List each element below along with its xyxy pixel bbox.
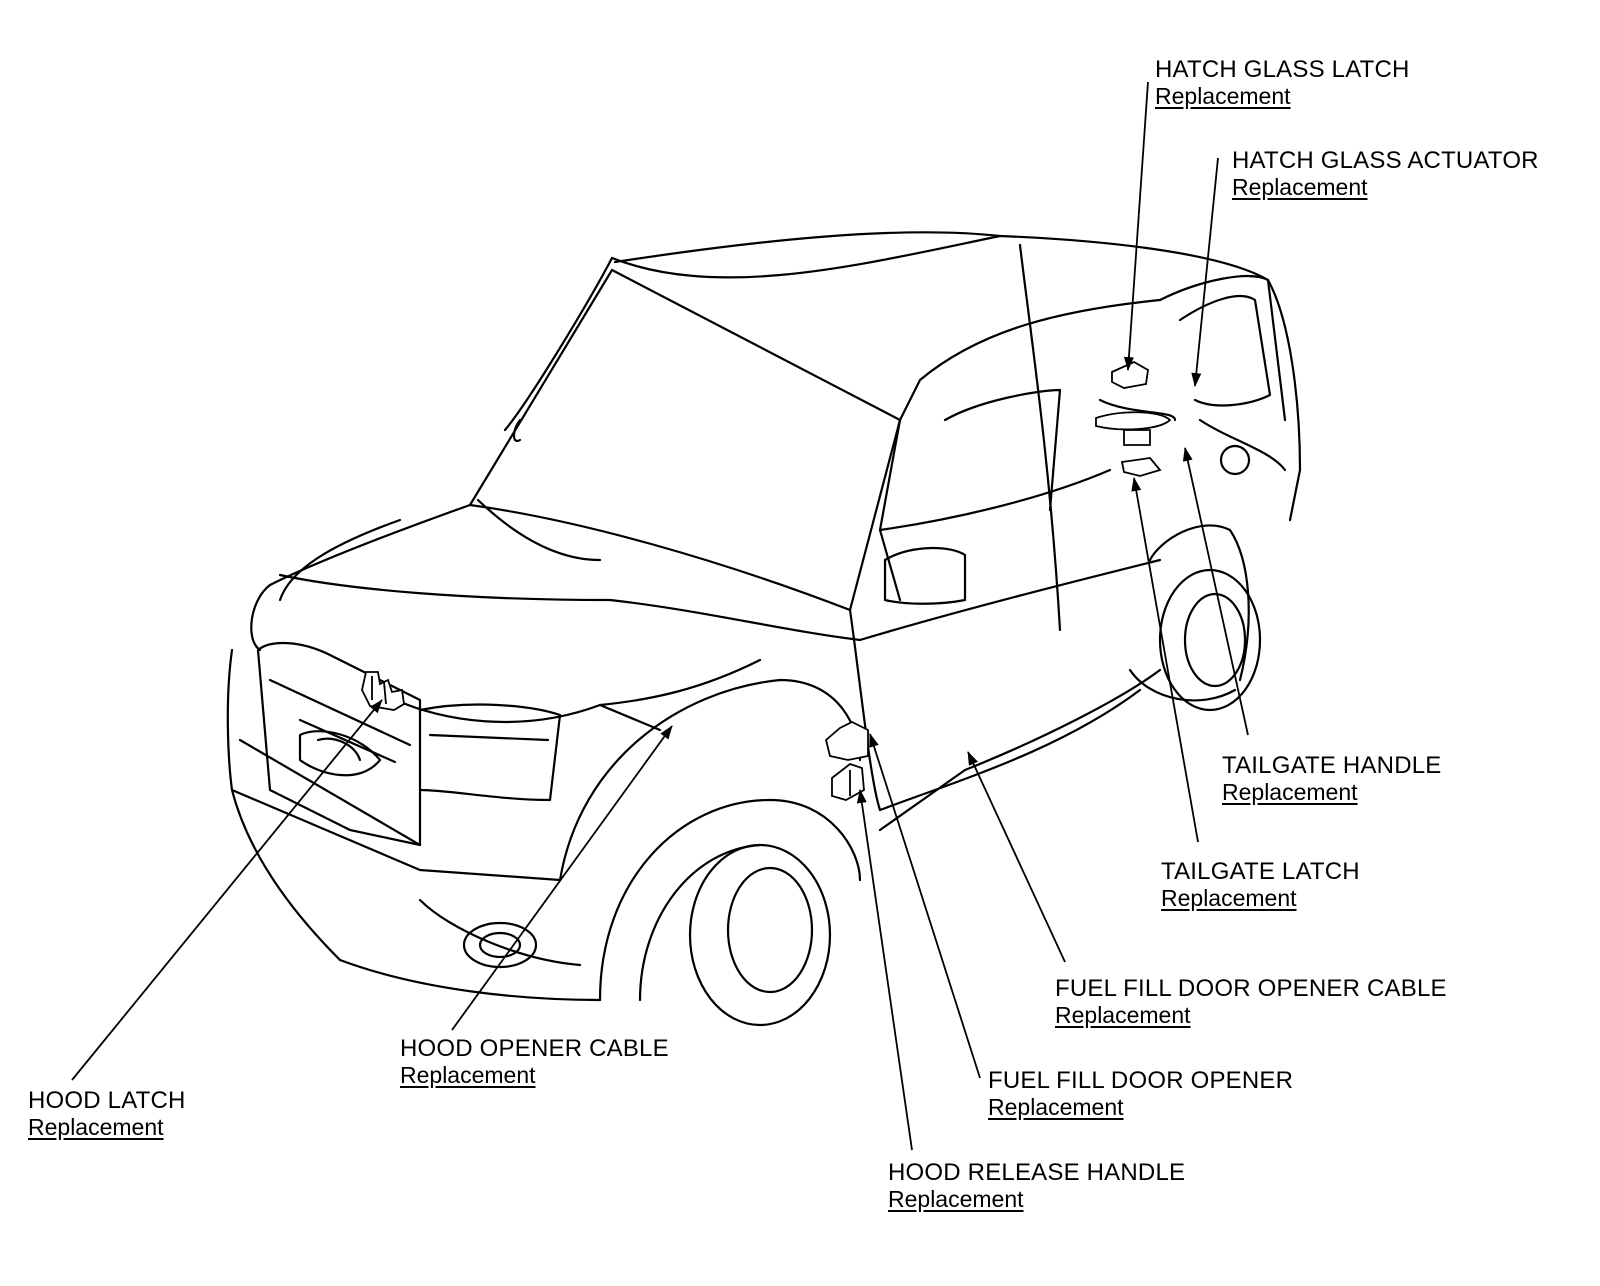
replacement-link[interactable]: Replacement (988, 1094, 1124, 1120)
callout-tailgate-latch: TAILGATE LATCH Replacement (1161, 858, 1360, 915)
callout-hood-latch: HOOD LATCH Replacement (28, 1087, 186, 1144)
fuel-fill-door-opener-part (824, 720, 869, 761)
part-label: HOOD OPENER CABLE (400, 1035, 669, 1062)
callout-tailgate-handle: TAILGATE HANDLE Replacement (1222, 752, 1442, 809)
leader-tailgate-latch (1131, 477, 1199, 843)
callout-hood-opener-cable: HOOD OPENER CABLE Replacement (400, 1035, 669, 1092)
leader-hatch-glass-actuator (1191, 157, 1219, 387)
leader-lines (71, 81, 1249, 1151)
leader-hood-opener-cable (451, 725, 673, 1031)
leader-fuel-fill-door-opener (869, 733, 981, 1079)
leader-hatch-glass-latch (1123, 81, 1149, 371)
tailgate-handle-part (1095, 411, 1172, 431)
part-label: TAILGATE LATCH (1161, 858, 1360, 885)
leader-hood-latch (71, 699, 383, 1081)
replacement-link[interactable]: Replacement (1222, 779, 1358, 805)
callout-hatch-glass-actuator: HATCH GLASS ACTUATOR Replacement (1232, 147, 1539, 204)
callout-hood-release-handle: HOOD RELEASE HANDLE Replacement (888, 1159, 1185, 1216)
part-label: HATCH GLASS ACTUATOR (1232, 147, 1539, 174)
hood-release-handle-part (831, 762, 865, 801)
replacement-link[interactable]: Replacement (1155, 83, 1291, 109)
callout-fuel-fill-door-opener: FUEL FILL DOOR OPENER Replacement (988, 1067, 1293, 1124)
part-label: FUEL FILL DOOR OPENER (988, 1067, 1294, 1094)
component-parts (361, 360, 1172, 801)
part-label: FUEL FILL DOOR OPENER CABLE (1055, 975, 1447, 1002)
replacement-link[interactable]: Replacement (28, 1114, 164, 1140)
part-label: HOOD LATCH (28, 1087, 186, 1114)
tailgate-latch-part (1120, 457, 1162, 477)
part-label: HOOD RELEASE HANDLE (888, 1159, 1186, 1186)
replacement-link[interactable]: Replacement (888, 1186, 1024, 1212)
callout-fuel-fill-door-opener-cable: FUEL FILL DOOR OPENER CABLE Replacement (1055, 975, 1447, 1032)
leader-tailgate-handle (1182, 447, 1249, 736)
callout-hatch-glass-latch: HATCH GLASS LATCH Replacement (1155, 56, 1410, 113)
vehicle-outline (226, 231, 1302, 1027)
replacement-link[interactable]: Replacement (1232, 174, 1368, 200)
hatch-glass-latch-part (1111, 360, 1149, 389)
replacement-link[interactable]: Replacement (1055, 1002, 1191, 1028)
part-label: HATCH GLASS LATCH (1155, 56, 1410, 83)
leader-fuel-fill-door-opener-cable (967, 751, 1066, 963)
replacement-link[interactable]: Replacement (400, 1062, 536, 1088)
part-label: TAILGATE HANDLE (1222, 752, 1442, 779)
hood-latch-part (361, 671, 405, 711)
replacement-link[interactable]: Replacement (1161, 885, 1297, 911)
leader-hood-release-handle (856, 789, 913, 1151)
